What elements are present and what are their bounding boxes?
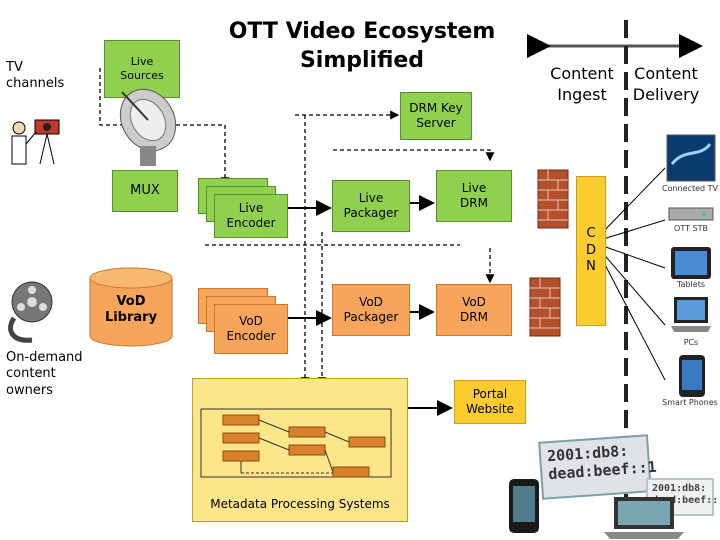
tablet-icon xyxy=(671,247,711,279)
ipv6-laptop-icon xyxy=(604,497,684,539)
content-ingest-label: Content Ingest xyxy=(550,64,614,104)
ott-stb-icon xyxy=(668,207,714,221)
connected-tv-label: Connected TV xyxy=(662,184,718,193)
vod-packager-box: VoD Packager xyxy=(332,284,410,336)
tablets-label: Tablets xyxy=(677,280,705,289)
mux-box: MUX xyxy=(112,170,178,212)
ott-stb-label: OTT STB xyxy=(674,224,708,233)
key-to-live-drm-dashed-line xyxy=(333,149,495,162)
tv-channels-label: TV channels xyxy=(6,60,65,92)
live-firewall-icon xyxy=(537,169,569,229)
camera-operator-icon xyxy=(11,119,60,165)
metadata-label: Metadata Processing Systems xyxy=(210,497,390,511)
content-delivery-label: Content Delivery xyxy=(632,64,700,104)
vod-library-cylinder xyxy=(89,267,173,347)
metadata-processing-panel: Metadata Processing Systems xyxy=(192,378,408,522)
smart-phones-label: Smart Phones xyxy=(662,398,718,407)
smart-phone-icon xyxy=(679,355,705,397)
pcs-label: PCs xyxy=(683,338,699,347)
title-line-2: Simplified xyxy=(299,47,425,73)
ondemand-owners-label: On-demand content owners xyxy=(6,350,83,398)
devices-column: Connected TV OTT STB Tablets PCs Smart P… xyxy=(662,134,718,414)
cdn-box: C D N xyxy=(576,176,606,326)
page-title: OTT Video Ecosystem Simplified xyxy=(212,18,512,75)
ipv6-phone-icon xyxy=(509,479,539,533)
metadata-workflow-graphic xyxy=(200,408,392,478)
title-line-1: OTT Video Ecosystem xyxy=(228,19,496,44)
vod-encoder-box: VoD Encoder xyxy=(214,304,288,354)
vod-drm-box: VoD DRM xyxy=(436,284,512,336)
vod-library-label: VoD Library xyxy=(104,293,158,325)
live-drm-box: Live DRM xyxy=(436,170,512,222)
live-packager-box: Live Packager xyxy=(332,180,410,232)
film-reel-icon xyxy=(8,281,53,343)
satellite-dish-icon xyxy=(119,88,177,166)
cdn-fanout-lines xyxy=(599,167,666,381)
ipv6-address-panel: 2001:db8: dead:beef::1 xyxy=(538,434,657,500)
drm-key-server-box: DRM Key Server xyxy=(400,92,472,140)
connected-tv-icon xyxy=(666,134,716,182)
pc-icon xyxy=(671,297,711,332)
portal-website-box: Portal Website xyxy=(454,380,526,424)
vod-firewall-icon xyxy=(529,277,561,337)
live-encoder-box: Live Encoder xyxy=(214,194,288,238)
